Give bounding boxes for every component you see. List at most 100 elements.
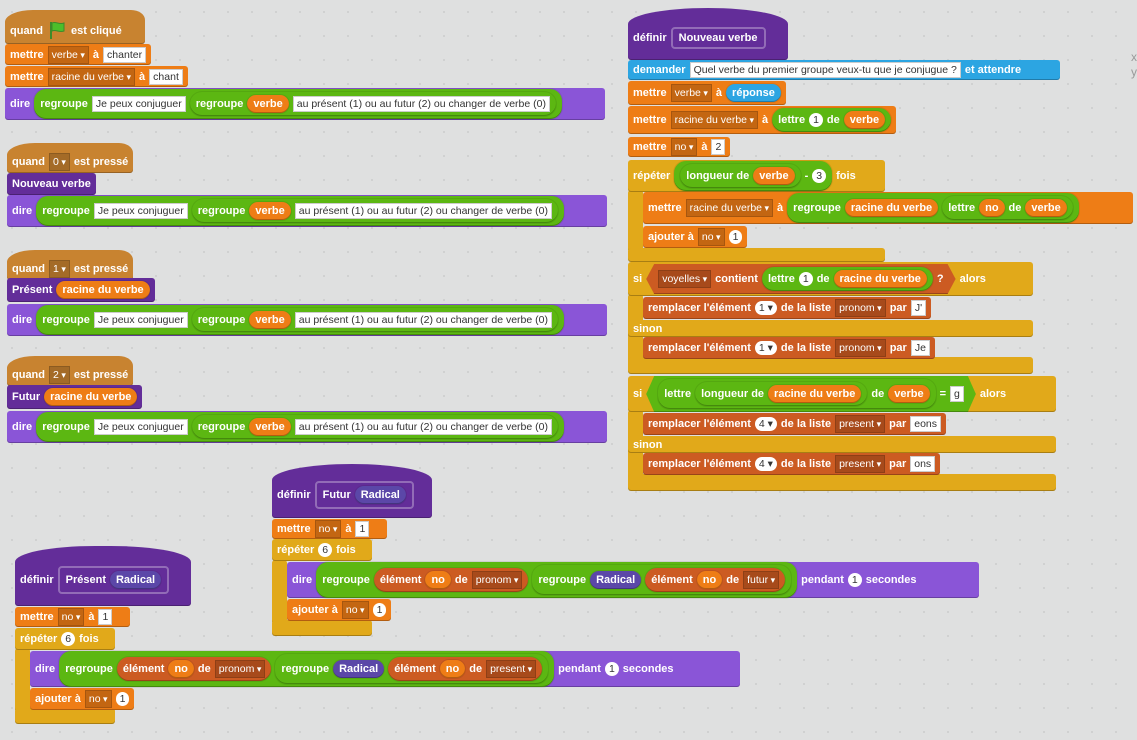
variable-dropdown[interactable]: verbe [670,84,712,102]
text-input[interactable]: chant [149,68,183,85]
number-input[interactable]: 1 [115,692,130,706]
custom-argument-reporter[interactable]: Radical [333,660,385,678]
event-hat-block[interactable]: quand2est pressé [7,356,134,386]
text-input[interactable]: 1 [355,521,370,537]
variable-dropdown[interactable]: no [670,138,698,156]
text-input[interactable]: au présent (1) ou au futur (2) ou change… [294,419,552,435]
event-hat-block[interactable]: quand0est pressé [7,143,134,173]
control-block[interactable]: sivoyellescontientlettre1deracine du ver… [628,262,1033,296]
variable-reporter[interactable]: no [696,571,723,589]
number-input[interactable]: 1 [604,662,619,676]
operator-reporter[interactable]: regroupeélémentnodepronomregroupeRadical… [316,562,798,598]
variable-dropdown[interactable]: no [341,601,369,619]
text-input[interactable]: Je peux conjuguer [91,96,186,112]
data-block[interactable]: ajouter àno1 [643,226,748,248]
looks-block[interactable]: direregroupeélémentnodepronomregroupeRad… [30,651,740,687]
variable-reporter[interactable]: racine du verbe [44,388,138,406]
custom-argument-reporter[interactable]: Radical [590,571,642,589]
custom-block[interactable]: Nouveau verbe [7,173,96,195]
custom-argument-reporter[interactable]: Radical [354,486,406,504]
number-input[interactable]: 1 [809,113,823,127]
text-input[interactable]: Je peux conjuguer [93,312,188,328]
variable-reporter[interactable]: verbe [249,202,291,220]
text-input[interactable]: au présent (1) ou au futur (2) ou change… [294,312,552,328]
data-block[interactable]: ajouter àno1 [30,688,135,710]
variable-reporter[interactable]: verbe [888,385,929,403]
operator-reporter[interactable]: regroupeélémentnodepronomregroupeRadical… [59,651,555,687]
number-dropdown[interactable]: 1 ▾ [754,341,777,355]
text-input[interactable]: eons [910,416,942,432]
control-block[interactable]: sinon [628,320,1033,337]
variable-reporter[interactable]: racine du verbe [834,270,927,288]
variable-dropdown[interactable]: 0 [49,153,70,171]
text-input[interactable]: chanter [103,46,147,63]
number-input[interactable]: 6 [61,632,76,646]
variable-dropdown[interactable]: pronom [835,299,886,317]
custom-argument-reporter[interactable]: Radical [109,571,162,589]
variable-dropdown[interactable]: present [835,415,886,433]
variable-dropdown[interactable]: 2 [49,366,70,384]
variable-dropdown[interactable]: pronom [835,339,886,357]
variable-dropdown[interactable]: no [697,228,725,246]
variable-reporter[interactable]: no [168,660,194,678]
variable-dropdown[interactable]: racine du verbe [47,67,136,86]
variable-dropdown[interactable]: voyelles [658,270,711,288]
number-input[interactable]: 3 [812,169,827,183]
variable-reporter[interactable]: verbe [753,167,795,185]
variable-dropdown[interactable]: no [314,520,342,538]
variable-reporter[interactable]: verbe [247,95,289,113]
text-input[interactable]: ons [910,456,936,472]
variable-reporter[interactable]: no [439,660,466,678]
variable-reporter[interactable]: verbe [843,111,886,129]
variable-dropdown[interactable]: verbe [47,45,89,64]
variable-reporter[interactable]: no [979,199,1005,217]
data-block[interactable]: mettrenoà1 [272,519,387,539]
number-dropdown[interactable]: 4 ▾ [754,417,777,431]
text-input[interactable]: 2 [711,139,726,155]
answer-reporter[interactable]: réponse [726,84,781,102]
variable-reporter[interactable]: racine du verbe [844,199,939,217]
boolean-condition[interactable]: voyellescontientlettre1deracine du verbe… [646,264,955,294]
number-dropdown[interactable]: 1 ▾ [754,301,777,315]
variable-dropdown[interactable]: racine du verbe [670,111,759,129]
variable-dropdown[interactable]: no [57,608,85,626]
variable-reporter[interactable]: verbe [249,418,291,436]
control-block[interactable]: sinon [628,436,1056,453]
variable-reporter[interactable]: no [425,571,451,589]
variable-dropdown[interactable]: no [84,690,112,708]
data-block[interactable]: mettreverbeàchanter [5,44,152,65]
data-block[interactable]: ajouter àno1 [287,599,392,621]
number-input[interactable]: 1 [372,603,387,617]
variable-dropdown[interactable]: futur [743,571,780,589]
